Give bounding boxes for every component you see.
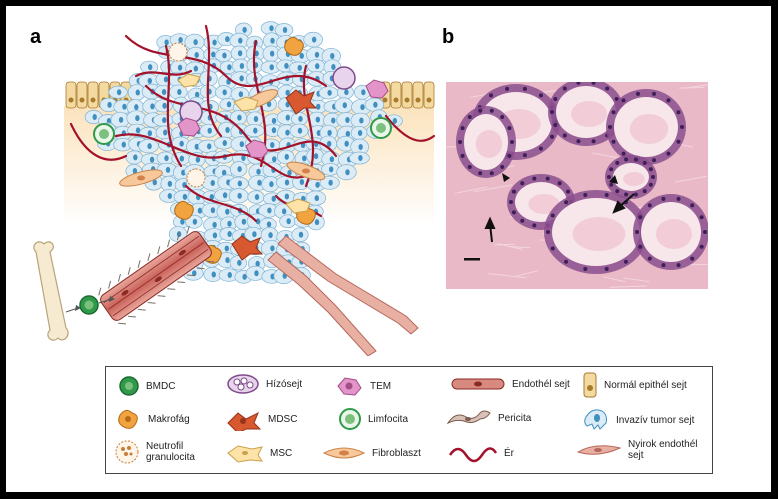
normal-epithelial-cell-icon bbox=[583, 372, 597, 398]
lymphocyte-icon bbox=[339, 408, 361, 430]
bmdc-circulating bbox=[65, 295, 115, 315]
legend-label: Makrofág bbox=[148, 413, 190, 425]
legend-label: Limfocita bbox=[368, 413, 409, 425]
lymphatic-endothelial-icon bbox=[576, 445, 622, 455]
legend-item-msc: MSC bbox=[226, 443, 292, 463]
pericyte-icon bbox=[446, 410, 491, 425]
legend-item-bmdc: BMDC bbox=[118, 375, 175, 397]
legend-item-normal-epithelial: Normál epithél sejt bbox=[582, 371, 687, 399]
legend-item-mdsc: MDSC bbox=[226, 407, 297, 431]
scale-bar bbox=[464, 258, 480, 261]
legend-item-pericyte: Pericita bbox=[446, 407, 531, 429]
legend-item-invasive-tumor: Invazív tumor sejt bbox=[582, 407, 694, 433]
lymphatic-vessels bbox=[267, 235, 419, 356]
legend-label: Hízósejt bbox=[266, 378, 303, 390]
legend-item-neutrophil: Neutrofil granulocita bbox=[114, 439, 210, 465]
legend-label: MDSC bbox=[268, 413, 298, 425]
legend-item-fibroblast: Fibroblaszt bbox=[322, 443, 421, 463]
legend-item-tem: TEM bbox=[334, 375, 391, 397]
arrowheads bbox=[502, 173, 618, 184]
legend-box: BMDC Hízósejt TEM Endothél sejt Normál e… bbox=[105, 366, 713, 474]
legend-label: Neutrofil granulocita bbox=[146, 441, 195, 463]
mdsc-icon bbox=[227, 411, 262, 431]
legend-label: Endothél sejt bbox=[512, 378, 570, 390]
tem-icon bbox=[337, 377, 362, 396]
legend-item-lymphocyte: Limfocita bbox=[338, 407, 408, 431]
tumor-glands bbox=[456, 82, 708, 274]
legend-label: Pericita bbox=[498, 412, 532, 424]
bmdc-icon bbox=[119, 376, 139, 396]
legend-item-vessel: Ér bbox=[448, 443, 514, 463]
legend-label: Nyirok endothél sejt bbox=[628, 439, 698, 461]
panel-label-b: b bbox=[442, 26, 455, 48]
invasive-tumor-cell-icon bbox=[584, 409, 607, 430]
legend-label: Invazív tumor sejt bbox=[616, 414, 695, 426]
legend-item-lymphatic-endothelial: Nyirok endothél sejt bbox=[576, 439, 710, 461]
adipocyte-icon bbox=[227, 374, 259, 394]
main-blood-vessel bbox=[98, 225, 215, 325]
legend-label: Fibroblaszt bbox=[372, 447, 421, 459]
bone-icon bbox=[33, 241, 69, 341]
normal-epithelium-right bbox=[379, 81, 435, 109]
legend-item-adipocyte: Hízósejt bbox=[226, 373, 302, 395]
stromal-cells bbox=[93, 36, 392, 264]
msc-icon bbox=[227, 445, 263, 463]
legend-label: TEM bbox=[370, 380, 392, 392]
legend-label: Normál epithél sejt bbox=[604, 379, 687, 391]
arrows bbox=[484, 193, 635, 243]
macrophage-icon bbox=[118, 409, 138, 429]
panel-label-a: a bbox=[30, 26, 42, 48]
legend-item-endothelial: Endothél sejt bbox=[450, 375, 570, 393]
figure-canvas: a b bbox=[6, 6, 771, 492]
endothelial-cell-icon bbox=[451, 378, 505, 390]
neutrophil-icon bbox=[115, 440, 139, 464]
legend-item-macrophage: Makrofág bbox=[114, 407, 190, 431]
legend-label: BMDC bbox=[146, 380, 176, 392]
vessel-icon bbox=[448, 447, 498, 463]
fibroblast-icon bbox=[322, 447, 366, 459]
histology-micrograph bbox=[446, 82, 708, 289]
legend-label: Ér bbox=[504, 447, 514, 459]
tumor-microenvironment-illustration bbox=[33, 21, 436, 356]
legend-label: MSC bbox=[270, 447, 293, 459]
